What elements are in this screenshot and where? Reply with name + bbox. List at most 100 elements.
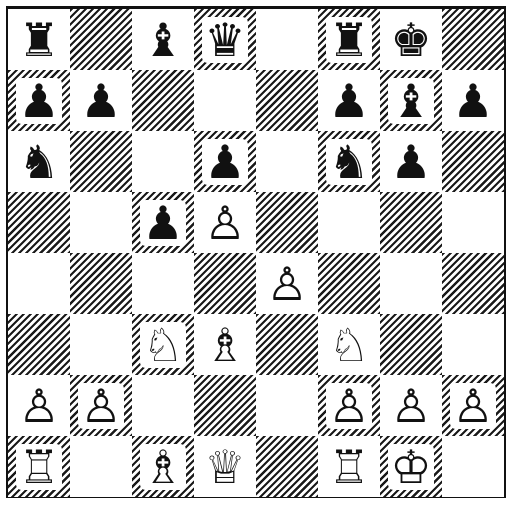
square-f7[interactable]: ♟: [318, 70, 380, 131]
black-pawn-icon[interactable]: ♟: [132, 192, 194, 253]
square-h7[interactable]: ♟: [442, 70, 504, 131]
square-h4[interactable]: [442, 253, 504, 314]
black-pawn-icon[interactable]: ♟: [380, 131, 442, 192]
square-a5[interactable]: [8, 192, 70, 253]
square-b8[interactable]: [70, 9, 132, 70]
square-g5[interactable]: [380, 192, 442, 253]
square-c8[interactable]: ♝: [132, 9, 194, 70]
black-pawn-glyph: ♟: [140, 200, 185, 246]
square-g1[interactable]: ♔: [380, 436, 442, 497]
white-pawn-icon[interactable]: ♙: [8, 375, 70, 436]
square-a8[interactable]: ♜: [8, 9, 70, 70]
square-g3[interactable]: [380, 314, 442, 375]
square-d8[interactable]: ♛: [194, 9, 256, 70]
white-rook-icon[interactable]: ♖: [8, 436, 70, 497]
square-h5[interactable]: [442, 192, 504, 253]
white-pawn-icon[interactable]: ♙: [70, 375, 132, 436]
square-b5[interactable]: [70, 192, 132, 253]
black-knight-icon[interactable]: ♞: [8, 131, 70, 192]
square-a4[interactable]: [8, 253, 70, 314]
black-queen-icon[interactable]: ♛: [194, 9, 256, 70]
square-h3[interactable]: [442, 314, 504, 375]
square-d5[interactable]: ♙: [194, 192, 256, 253]
square-d3[interactable]: ♗: [194, 314, 256, 375]
black-knight-icon[interactable]: ♞: [318, 131, 380, 192]
black-pawn-icon[interactable]: ♟: [194, 131, 256, 192]
black-bishop-icon[interactable]: ♝: [380, 70, 442, 131]
white-knight-glyph: ♘: [326, 322, 371, 368]
black-rook-glyph: ♜: [326, 17, 371, 63]
square-f1[interactable]: ♖: [318, 436, 380, 497]
square-g6[interactable]: ♟: [380, 131, 442, 192]
square-g4[interactable]: [380, 253, 442, 314]
square-b2[interactable]: ♙: [70, 375, 132, 436]
square-b1[interactable]: [70, 436, 132, 497]
black-rook-icon[interactable]: ♜: [8, 9, 70, 70]
white-rook-icon[interactable]: ♖: [318, 436, 380, 497]
square-b6[interactable]: [70, 131, 132, 192]
black-rook-glyph: ♜: [16, 17, 61, 63]
square-c4[interactable]: [132, 253, 194, 314]
square-f4[interactable]: [318, 253, 380, 314]
square-c3[interactable]: ♘: [132, 314, 194, 375]
square-d6[interactable]: ♟: [194, 131, 256, 192]
square-g7[interactable]: ♝: [380, 70, 442, 131]
square-d1[interactable]: ♕: [194, 436, 256, 497]
black-pawn-icon[interactable]: ♟: [442, 70, 504, 131]
square-h1[interactable]: [442, 436, 504, 497]
square-f8[interactable]: ♜: [318, 9, 380, 70]
square-a7[interactable]: ♟: [8, 70, 70, 131]
square-a2[interactable]: ♙: [8, 375, 70, 436]
square-e7[interactable]: [256, 70, 318, 131]
square-g8[interactable]: ♚: [380, 9, 442, 70]
square-f3[interactable]: ♘: [318, 314, 380, 375]
black-rook-icon[interactable]: ♜: [318, 9, 380, 70]
black-bishop-icon[interactable]: ♝: [132, 9, 194, 70]
square-h8[interactable]: [442, 9, 504, 70]
black-pawn-icon[interactable]: ♟: [8, 70, 70, 131]
square-c7[interactable]: [132, 70, 194, 131]
square-e2[interactable]: [256, 375, 318, 436]
black-king-icon[interactable]: ♚: [380, 9, 442, 70]
square-h6[interactable]: [442, 131, 504, 192]
square-a6[interactable]: ♞: [8, 131, 70, 192]
white-knight-icon[interactable]: ♘: [318, 314, 380, 375]
square-e3[interactable]: [256, 314, 318, 375]
white-bishop-icon[interactable]: ♗: [194, 314, 256, 375]
square-d7[interactable]: [194, 70, 256, 131]
black-pawn-icon[interactable]: ♟: [70, 70, 132, 131]
white-pawn-icon[interactable]: ♙: [380, 375, 442, 436]
square-c6[interactable]: [132, 131, 194, 192]
square-e4[interactable]: ♙: [256, 253, 318, 314]
white-pawn-icon[interactable]: ♙: [256, 253, 318, 314]
square-c5[interactable]: ♟: [132, 192, 194, 253]
white-pawn-glyph: ♙: [16, 383, 61, 429]
white-pawn-glyph: ♙: [78, 383, 123, 429]
square-f6[interactable]: ♞: [318, 131, 380, 192]
white-pawn-icon[interactable]: ♙: [318, 375, 380, 436]
square-b4[interactable]: [70, 253, 132, 314]
square-b3[interactable]: [70, 314, 132, 375]
square-b7[interactable]: ♟: [70, 70, 132, 131]
square-f2[interactable]: ♙: [318, 375, 380, 436]
square-e6[interactable]: [256, 131, 318, 192]
square-c1[interactable]: ♗: [132, 436, 194, 497]
square-a1[interactable]: ♖: [8, 436, 70, 497]
white-knight-icon[interactable]: ♘: [132, 314, 194, 375]
white-queen-icon[interactable]: ♕: [194, 436, 256, 497]
white-pawn-icon[interactable]: ♙: [194, 192, 256, 253]
square-f5[interactable]: [318, 192, 380, 253]
square-e8[interactable]: [256, 9, 318, 70]
square-d2[interactable]: [194, 375, 256, 436]
square-d4[interactable]: [194, 253, 256, 314]
white-pawn-icon[interactable]: ♙: [442, 375, 504, 436]
square-e5[interactable]: [256, 192, 318, 253]
white-king-icon[interactable]: ♔: [380, 436, 442, 497]
square-g2[interactable]: ♙: [380, 375, 442, 436]
square-c2[interactable]: [132, 375, 194, 436]
black-pawn-icon[interactable]: ♟: [318, 70, 380, 131]
square-e1[interactable]: [256, 436, 318, 497]
white-bishop-icon[interactable]: ♗: [132, 436, 194, 497]
square-h2[interactable]: ♙: [442, 375, 504, 436]
square-a3[interactable]: [8, 314, 70, 375]
